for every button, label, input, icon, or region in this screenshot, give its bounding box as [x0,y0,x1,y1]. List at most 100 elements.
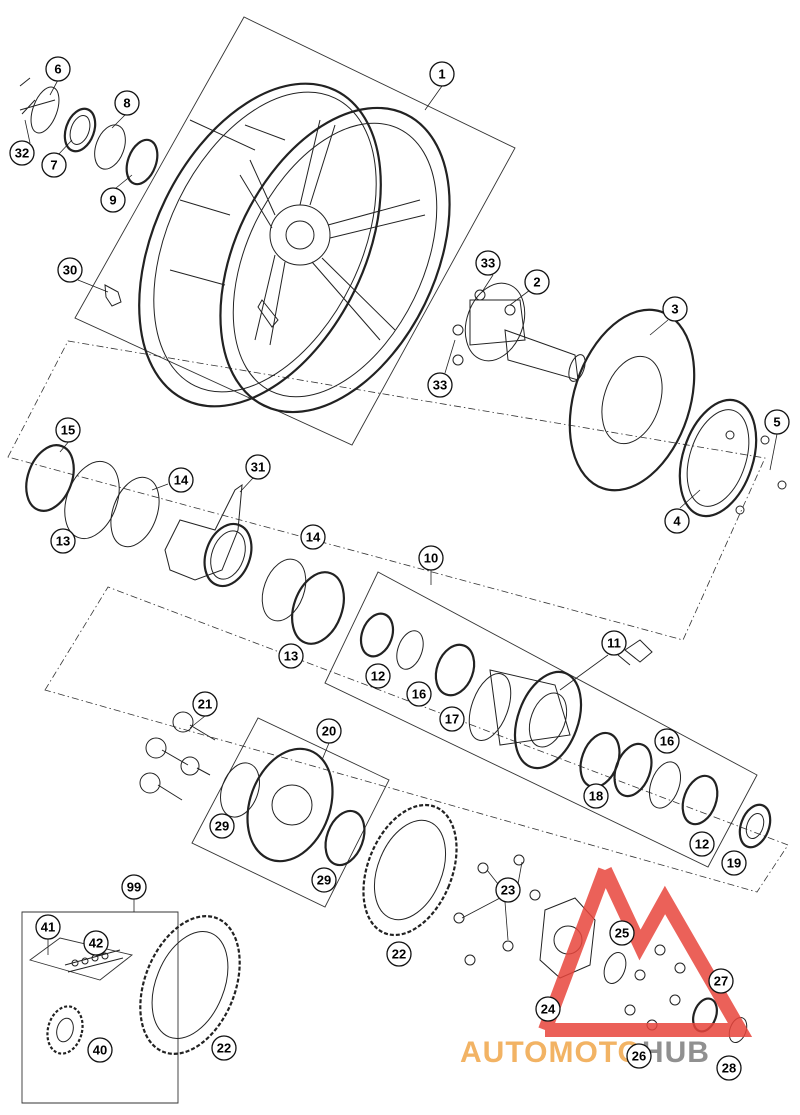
callout-labels: 1234567891011121213131414151616171819202… [9,56,790,1081]
brake-disc [568,308,696,492]
callout-circle [475,250,501,276]
callout-c8: 8 [114,90,140,116]
leader-lines [24,79,778,955]
callout-c22b: 22 [211,1035,237,1061]
callout-c30: 30 [57,257,83,283]
callout-circle [524,269,550,295]
callout-c12a: 12 [365,663,391,689]
callout-c14a: 14 [168,467,194,493]
callout-c21: 21 [192,691,218,717]
callout-c99: 99 [121,874,147,900]
frame-bearing-kit [324,571,758,868]
callout-circle [192,691,218,717]
callout-number: 8 [123,96,130,111]
callout-circle [721,850,747,876]
callout-number: 15 [61,423,75,438]
callout-c22a: 22 [386,941,412,967]
middle-rings [261,558,345,645]
callout-number: 11 [607,636,621,651]
callout-c4: 4 [664,508,690,534]
callout-c3: 3 [662,296,688,322]
callout-c28: 28 [716,1055,742,1081]
callout-c14b: 14 [300,524,326,550]
callout-number: 13 [56,534,70,549]
callout-c42: 42 [83,930,109,956]
callout-number: 9 [109,193,116,208]
callout-c24: 24 [535,996,561,1022]
frame-hub-parts [7,340,766,641]
callout-number: 6 [54,62,61,77]
callout-number: 4 [673,514,681,529]
callout-circle [601,630,627,656]
callout-number: 27 [714,974,728,989]
watermark-text-part2: HUB [642,1036,710,1069]
callout-number: 18 [589,789,603,804]
callout-circle [41,152,67,178]
frame-sprocket-carrier [191,717,390,908]
callout-circle [429,61,455,87]
callout-circle [535,996,561,1022]
callout-number: 17 [445,712,459,727]
callout-circle [662,296,688,322]
cush-drive-studs [139,711,216,801]
callout-circle [114,90,140,116]
callout-c2: 2 [524,269,550,295]
callout-c7: 7 [41,152,67,178]
callout-circle [583,783,609,809]
callout-circle [121,874,147,900]
callout-c18: 18 [583,783,609,809]
callout-c25: 25 [609,920,635,946]
callout-c1: 1 [429,61,455,87]
callout-number: 30 [63,263,77,278]
sprocket-carrier [220,747,366,867]
callout-circle [427,372,453,398]
callout-number: 40 [93,1043,107,1058]
callout-c13a: 13 [50,528,76,554]
callout-circle [50,528,76,554]
callout-c27: 27 [708,968,734,994]
callout-circle [716,1055,742,1081]
callout-number: 41 [41,920,55,935]
callout-circle [9,140,35,166]
callout-c13b: 13 [278,643,304,669]
callout-number: 12 [695,837,709,852]
callout-circle [406,681,432,707]
bearing-kit [359,612,719,826]
callout-number: 24 [541,1002,556,1017]
callout-number: 14 [174,473,189,488]
callout-number: 31 [251,460,265,475]
callout-circle [689,831,715,857]
callout-c16a: 16 [406,681,432,707]
callout-c12b: 12 [689,831,715,857]
callout-number: 23 [501,883,515,898]
callout-number: 33 [433,378,447,393]
callout-circle [45,56,71,82]
chain-kit [46,915,241,1055]
frame-chain-kit [21,911,179,1104]
callout-circle [316,718,342,744]
callout-number: 25 [615,926,629,941]
callout-number: 42 [89,936,103,951]
callout-circle [764,409,790,435]
callout-c41: 41 [35,914,61,940]
callout-circle [311,867,337,893]
callout-circle [57,257,83,283]
callout-c29a: 29 [209,813,235,839]
callout-number: 16 [660,734,674,749]
callout-c26: 26 [626,1043,652,1069]
callout-number: 29 [215,819,229,834]
frame-drive-side [44,586,789,893]
watermark-text: AUTOMOTOHUB [460,1036,710,1069]
callout-circle [245,454,271,480]
callout-circle [278,643,304,669]
callout-c15: 15 [55,417,81,443]
frame-chain-set [28,937,134,981]
callout-circle [708,968,734,994]
abs-tone-ring [678,398,787,518]
callout-c32: 32 [9,140,35,166]
group-frames [7,16,789,1104]
callout-c33b: 33 [427,372,453,398]
callout-circle [211,1035,237,1061]
callout-c19: 19 [721,850,747,876]
